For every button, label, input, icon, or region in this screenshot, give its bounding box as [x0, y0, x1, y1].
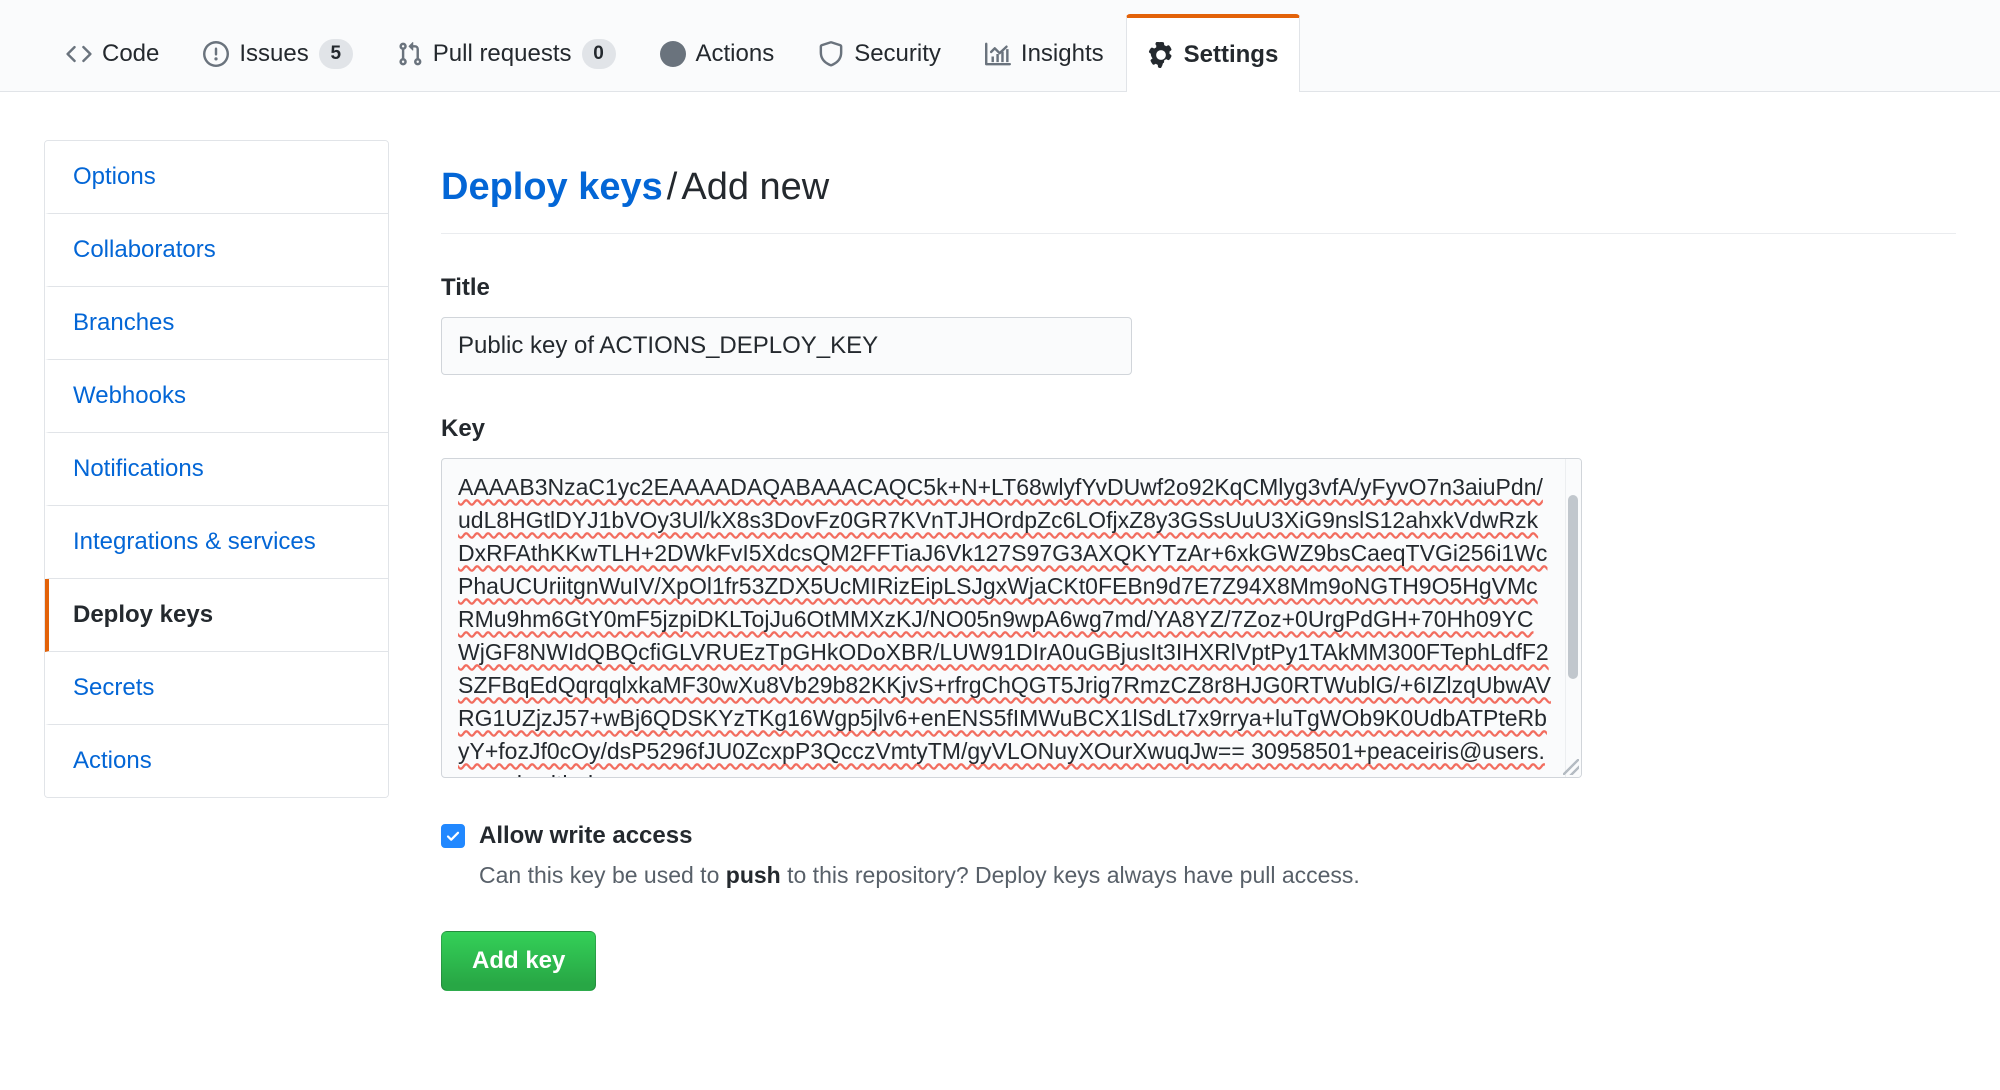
tab-security[interactable]: Security [796, 15, 963, 91]
sidebar-item-actions[interactable]: Actions [45, 725, 388, 797]
sidebar-item-branches[interactable]: Branches [45, 287, 388, 360]
settings-sidebar: Options Collaborators Branches Webhooks … [44, 140, 389, 798]
tab-code-label: Code [102, 39, 160, 67]
sidebar-item-label: Actions [73, 747, 152, 774]
tab-security-label: Security [854, 39, 941, 67]
tab-actions[interactable]: Actions [638, 15, 797, 91]
pr-icon [397, 41, 423, 67]
breadcrumb-separator: / [666, 166, 678, 209]
tab-settings[interactable]: Settings [1125, 14, 1301, 92]
sidebar-item-label: Deploy keys [73, 601, 214, 628]
sidebar-item-webhooks[interactable]: Webhooks [45, 360, 388, 433]
allow-write-access-label[interactable]: Allow write access [479, 821, 693, 849]
title-input[interactable] [441, 316, 1132, 375]
sidebar-item-label: Options [73, 163, 156, 190]
sidebar-item-label: Collaborators [73, 236, 216, 263]
tab-pull-requests[interactable]: Pull requests 0 [375, 15, 638, 91]
tab-issues[interactable]: Issues 5 [181, 15, 374, 91]
key-textarea[interactable]: AAAAB3NzaC1yc2EAAAADAQABAAACAQC5k+N+LT68… [458, 473, 1551, 777]
sidebar-item-deploy-keys[interactable]: Deploy keys [45, 579, 388, 652]
pull-requests-count-badge: 0 [581, 38, 616, 69]
sidebar-item-label: Secrets [73, 674, 155, 701]
allow-write-access-checkbox[interactable] [441, 824, 465, 849]
note-text-pre: Can this key be used to [479, 862, 726, 889]
tab-actions-label: Actions [695, 39, 775, 67]
note-text-bold: push [725, 862, 781, 889]
tab-issues-label: Issues [239, 39, 309, 67]
sidebar-item-label: Branches [73, 309, 175, 336]
shield-icon [818, 40, 844, 67]
title-field-label: Title [441, 274, 490, 302]
issue-icon [203, 40, 230, 67]
page-title: Deploy keys/Add new [441, 165, 1956, 235]
key-textarea-scrollbar[interactable] [1565, 458, 1581, 777]
main-content: Deploy keys/Add new Title Key AAAAB3NzaC… [389, 140, 1956, 992]
tab-insights-label: Insights [1020, 39, 1104, 67]
sidebar-item-notifications[interactable]: Notifications [45, 433, 388, 506]
code-icon [66, 41, 92, 67]
tab-settings-label: Settings [1183, 41, 1279, 68]
sidebar-item-label: Notifications [73, 455, 204, 482]
sidebar-item-label: Webhooks [73, 382, 186, 409]
allow-write-access-note: Can this key be used to push to this rep… [479, 860, 1956, 891]
tab-pull-requests-label: Pull requests [432, 39, 572, 67]
tab-insights[interactable]: Insights [963, 15, 1126, 91]
sidebar-item-label: Integrations & services [73, 528, 316, 555]
page-body: Options Collaborators Branches Webhooks … [0, 92, 2000, 992]
add-key-button[interactable]: Add key [441, 931, 597, 992]
play-icon [659, 40, 686, 67]
issues-count-badge: 5 [318, 38, 353, 69]
breadcrumb-deploy-keys-link[interactable]: Deploy keys [441, 166, 663, 209]
repo-nav: Code Issues 5 Pull requests 0 Actions Se… [0, 0, 2000, 92]
key-field-label: Key [441, 414, 486, 442]
key-textarea-scroll-thumb[interactable] [1568, 494, 1578, 679]
breadcrumb-current: Add new [681, 166, 830, 209]
key-textarea-wrapper: AAAAB3NzaC1yc2EAAAADAQABAAACAQC5k+N+LT68… [441, 457, 1582, 778]
tab-code[interactable]: Code [44, 15, 181, 91]
allow-write-access-row: Allow write access [441, 822, 1956, 851]
sidebar-item-secrets[interactable]: Secrets [45, 652, 388, 725]
sidebar-item-integrations-and-services[interactable]: Integrations & services [45, 506, 388, 579]
textarea-resize-handle[interactable] [1563, 758, 1579, 775]
gear-icon [1148, 42, 1174, 68]
sidebar-item-options[interactable]: Options [45, 141, 388, 214]
note-text-post: to this repository? Deploy keys always h… [780, 862, 1360, 889]
graph-icon [984, 41, 1011, 67]
sidebar-item-collaborators[interactable]: Collaborators [45, 214, 388, 287]
